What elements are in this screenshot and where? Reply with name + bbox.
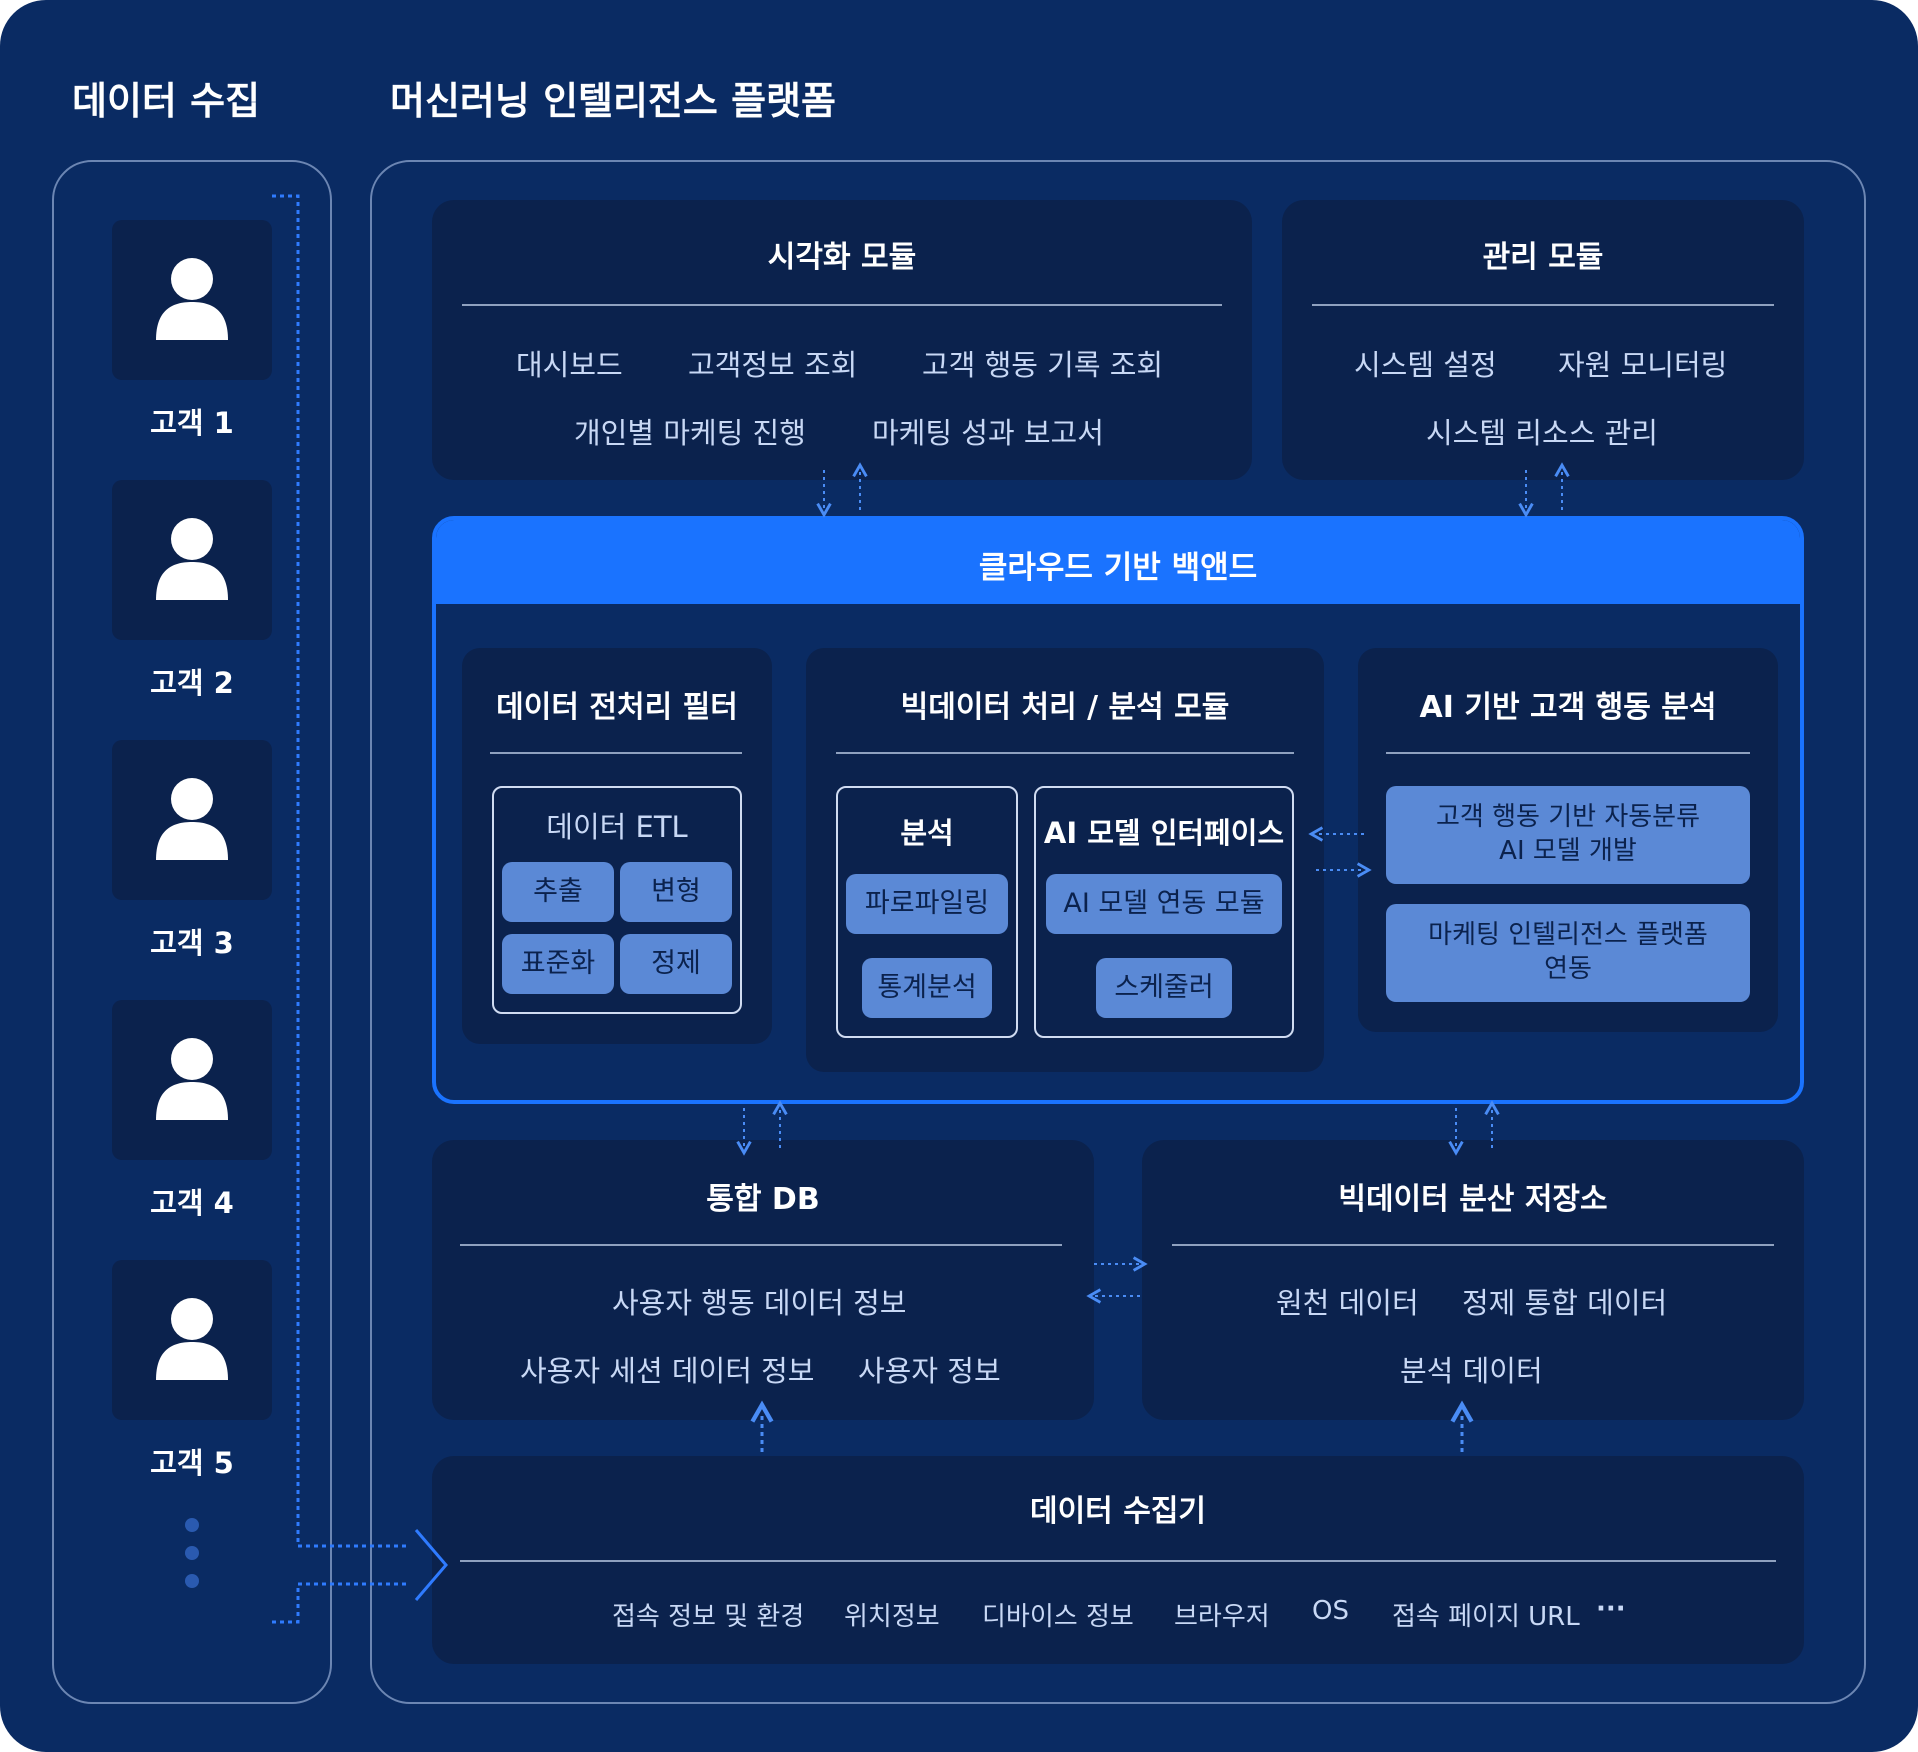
customer-label-1: 고객 1 <box>150 406 234 440</box>
customer-card-4 <box>112 1000 272 1160</box>
customer-card-5 <box>112 1260 272 1420</box>
divider <box>462 304 1222 306</box>
bigdata-module-panel: 빅데이터 처리 / 분석 모듈 분석 파로파일링 통계분석 AI 모델 인터페이… <box>806 648 1324 1072</box>
chip-platform-integration: 마케팅 인텔리전스 플랫폼 연동 <box>1386 904 1750 1002</box>
visualization-item-personal-marketing: 개인별 마케팅 진행 <box>574 416 806 450</box>
ai-interface-box: AI 모델 인터페이스 AI 모델 연동 모듈 스케줄러 <box>1034 786 1294 1038</box>
chip-profiling: 파로파일링 <box>846 874 1008 934</box>
integrated-db-title: 통합 DB <box>706 1182 820 1217</box>
chip-statistics: 통계분석 <box>862 958 992 1018</box>
visualization-module: 시각화 모듈 대시보드 고객정보 조회 고객 행동 기록 조회 개인별 마케팅 … <box>432 200 1252 480</box>
user-icon <box>156 1298 228 1380</box>
bigdata-storage-panel: 빅데이터 분산 저장소 원천 데이터 정제 통합 데이터 분석 데이터 <box>1142 1140 1804 1420</box>
collector-item-location: 위치정보 <box>844 1602 940 1632</box>
etl-title: 데이터 ETL <box>546 810 688 844</box>
visualization-item-dashboard: 대시보드 <box>516 348 623 382</box>
ml-platform-heading: 머신러닝 인텔리전스 플랫폼 <box>390 79 836 123</box>
divider <box>460 1244 1062 1246</box>
integrated-db-panel: 통합 DB 사용자 행동 데이터 정보 사용자 세션 데이터 정보 사용자 정보 <box>432 1140 1094 1420</box>
user-icon <box>156 518 228 600</box>
collector-item-browser: 브라우저 <box>1174 1602 1270 1632</box>
analysis-box: 분석 파로파일링 통계분석 <box>836 786 1018 1038</box>
customer-card-1 <box>112 220 272 380</box>
data-collection-frame <box>52 160 332 1704</box>
collector-item-os: OS <box>1312 1596 1349 1626</box>
divider <box>1312 304 1774 306</box>
cloud-backend-title: 클라우드 기반 백앤드 <box>978 550 1258 586</box>
storage-item-analysis-data: 분석 데이터 <box>1400 1354 1543 1388</box>
management-item-system-settings: 시스템 설정 <box>1354 348 1497 382</box>
collector-item-device: 디바이스 정보 <box>982 1602 1134 1632</box>
user-icon <box>156 258 228 340</box>
bigdata-module-title: 빅데이터 처리 / 분석 모듈 <box>900 690 1230 725</box>
user-icon <box>156 778 228 860</box>
data-collector-title: 데이터 수집기 <box>1029 1494 1207 1529</box>
chip-standardize: 표준화 <box>502 934 614 994</box>
collection-flow-line-top <box>272 194 410 1548</box>
divider <box>836 752 1294 754</box>
collector-item-page-url: 접속 페이지 URL <box>1392 1602 1580 1632</box>
db-item-session-data: 사용자 세션 데이터 정보 <box>520 1354 815 1388</box>
chip-extract: 추출 <box>502 862 614 922</box>
collector-item-more: ··· <box>1596 1594 1626 1624</box>
visualization-item-marketing-report: 마케팅 성과 보고서 <box>872 416 1104 450</box>
ai-behavior-analysis-title: AI 기반 고객 행동 분석 <box>1419 690 1717 725</box>
etl-box: 데이터 ETL 추출 변형 표준화 정제 <box>492 786 742 1014</box>
data-collection-heading: 데이터 수집 <box>72 79 261 123</box>
divider <box>1386 752 1750 754</box>
analysis-title: 분석 <box>900 816 954 850</box>
divider <box>1172 1244 1774 1246</box>
user-icon <box>156 1038 228 1120</box>
preprocess-filter-panel: 데이터 전처리 필터 데이터 ETL 추출 변형 표준화 정제 <box>462 648 772 1044</box>
ai-behavior-analysis-panel: AI 기반 고객 행동 분석 고객 행동 기반 자동분류 AI 모델 개발 마케… <box>1358 648 1778 1032</box>
ai-interface-title: AI 모델 인터페이스 <box>1043 816 1285 850</box>
chip-scheduler: 스케줄러 <box>1096 958 1232 1018</box>
preprocess-filter-title: 데이터 전처리 필터 <box>496 690 738 725</box>
customer-card-2 <box>112 480 272 640</box>
customer-label-3: 고객 3 <box>150 926 234 960</box>
data-collector-panel: 데이터 수집기 접속 정보 및 환경 위치정보 디바이스 정보 브라우저 OS … <box>432 1456 1804 1664</box>
chip-transform: 변형 <box>620 862 732 922</box>
chip-cleanse: 정제 <box>620 934 732 994</box>
collector-item-access-env: 접속 정보 및 환경 <box>612 1602 805 1632</box>
storage-item-raw-data: 원천 데이터 <box>1276 1286 1419 1320</box>
customer-card-3 <box>112 740 272 900</box>
customer-label-5: 고객 5 <box>150 1446 234 1480</box>
management-module-title: 관리 모듈 <box>1482 240 1604 275</box>
management-item-resource-management: 시스템 리소스 관리 <box>1426 416 1658 450</box>
visualization-item-behavior-log: 고객 행동 기록 조회 <box>922 348 1164 382</box>
collection-arrowhead <box>414 1529 448 1601</box>
customer-label-2: 고객 2 <box>150 666 234 700</box>
collection-flow-line-bottom <box>272 1582 410 1624</box>
bigdata-storage-title: 빅데이터 분산 저장소 <box>1338 1182 1608 1217</box>
visualization-item-customer-info: 고객정보 조회 <box>688 348 858 382</box>
visualization-module-title: 시각화 모듈 <box>767 240 917 275</box>
cloud-backend: 클라우드 기반 백앤드 데이터 전처리 필터 데이터 ETL 추출 변형 표준화… <box>432 516 1804 1104</box>
db-item-user-info: 사용자 정보 <box>858 1354 1001 1388</box>
management-item-resource-monitoring: 자원 모니터링 <box>1558 348 1728 382</box>
storage-item-clean-data: 정제 통합 데이터 <box>1462 1286 1668 1320</box>
ml-platform-frame <box>370 160 1866 1704</box>
db-item-behavior-data: 사용자 행동 데이터 정보 <box>612 1286 907 1320</box>
management-module: 관리 모듈 시스템 설정 자원 모니터링 시스템 리소스 관리 <box>1282 200 1804 480</box>
divider <box>490 752 742 754</box>
chip-auto-classification-model: 고객 행동 기반 자동분류 AI 모델 개발 <box>1386 786 1750 884</box>
chip-ai-model-integration: AI 모델 연동 모듈 <box>1046 874 1282 934</box>
divider <box>460 1560 1776 1562</box>
cloud-backend-header: 클라우드 기반 백앤드 <box>436 520 1800 604</box>
customer-label-4: 고객 4 <box>150 1186 234 1220</box>
